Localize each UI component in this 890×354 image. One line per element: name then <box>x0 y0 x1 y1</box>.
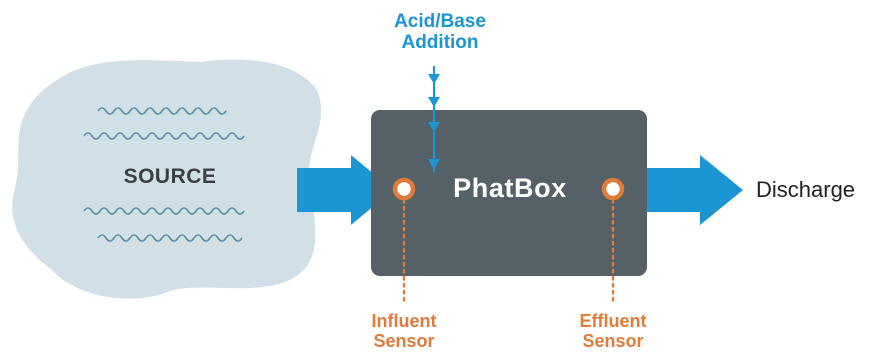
effluent-sensor-dot-icon <box>601 177 625 201</box>
outflow-arrow-icon <box>642 155 743 225</box>
influent-sensor-dot-icon <box>392 177 416 201</box>
dosing-arrow-icon <box>428 66 440 172</box>
effluent-sensor-label: Effluent Sensor <box>543 311 683 352</box>
discharge-label: Discharge <box>756 177 856 202</box>
effluent-sensor-line1: Effluent <box>579 311 647 331</box>
influent-sensor-line1: Influent <box>371 311 437 331</box>
inflow-arrow-icon <box>297 155 393 225</box>
water-wave-icon <box>83 132 245 140</box>
phatbox-box <box>371 110 647 276</box>
source-cloud-icon <box>12 59 322 299</box>
influent-sensor-label: Influent Sensor <box>334 311 474 352</box>
phatbox-label: PhatBox <box>453 173 567 203</box>
influent-sensor-line2: Sensor <box>373 330 435 351</box>
acid-base-addition-label: Acid/Base Addition <box>340 11 540 54</box>
water-wave-icon <box>83 207 245 215</box>
water-waves <box>83 107 245 242</box>
water-wave-icon <box>97 107 227 115</box>
effluent-sensor-line2: Sensor <box>582 330 644 351</box>
acid-base-line1: Acid/Base <box>394 11 486 32</box>
source-label: SOURCE <box>123 165 217 188</box>
acid-base-line2: Addition <box>401 31 479 53</box>
water-wave-icon <box>97 234 243 242</box>
